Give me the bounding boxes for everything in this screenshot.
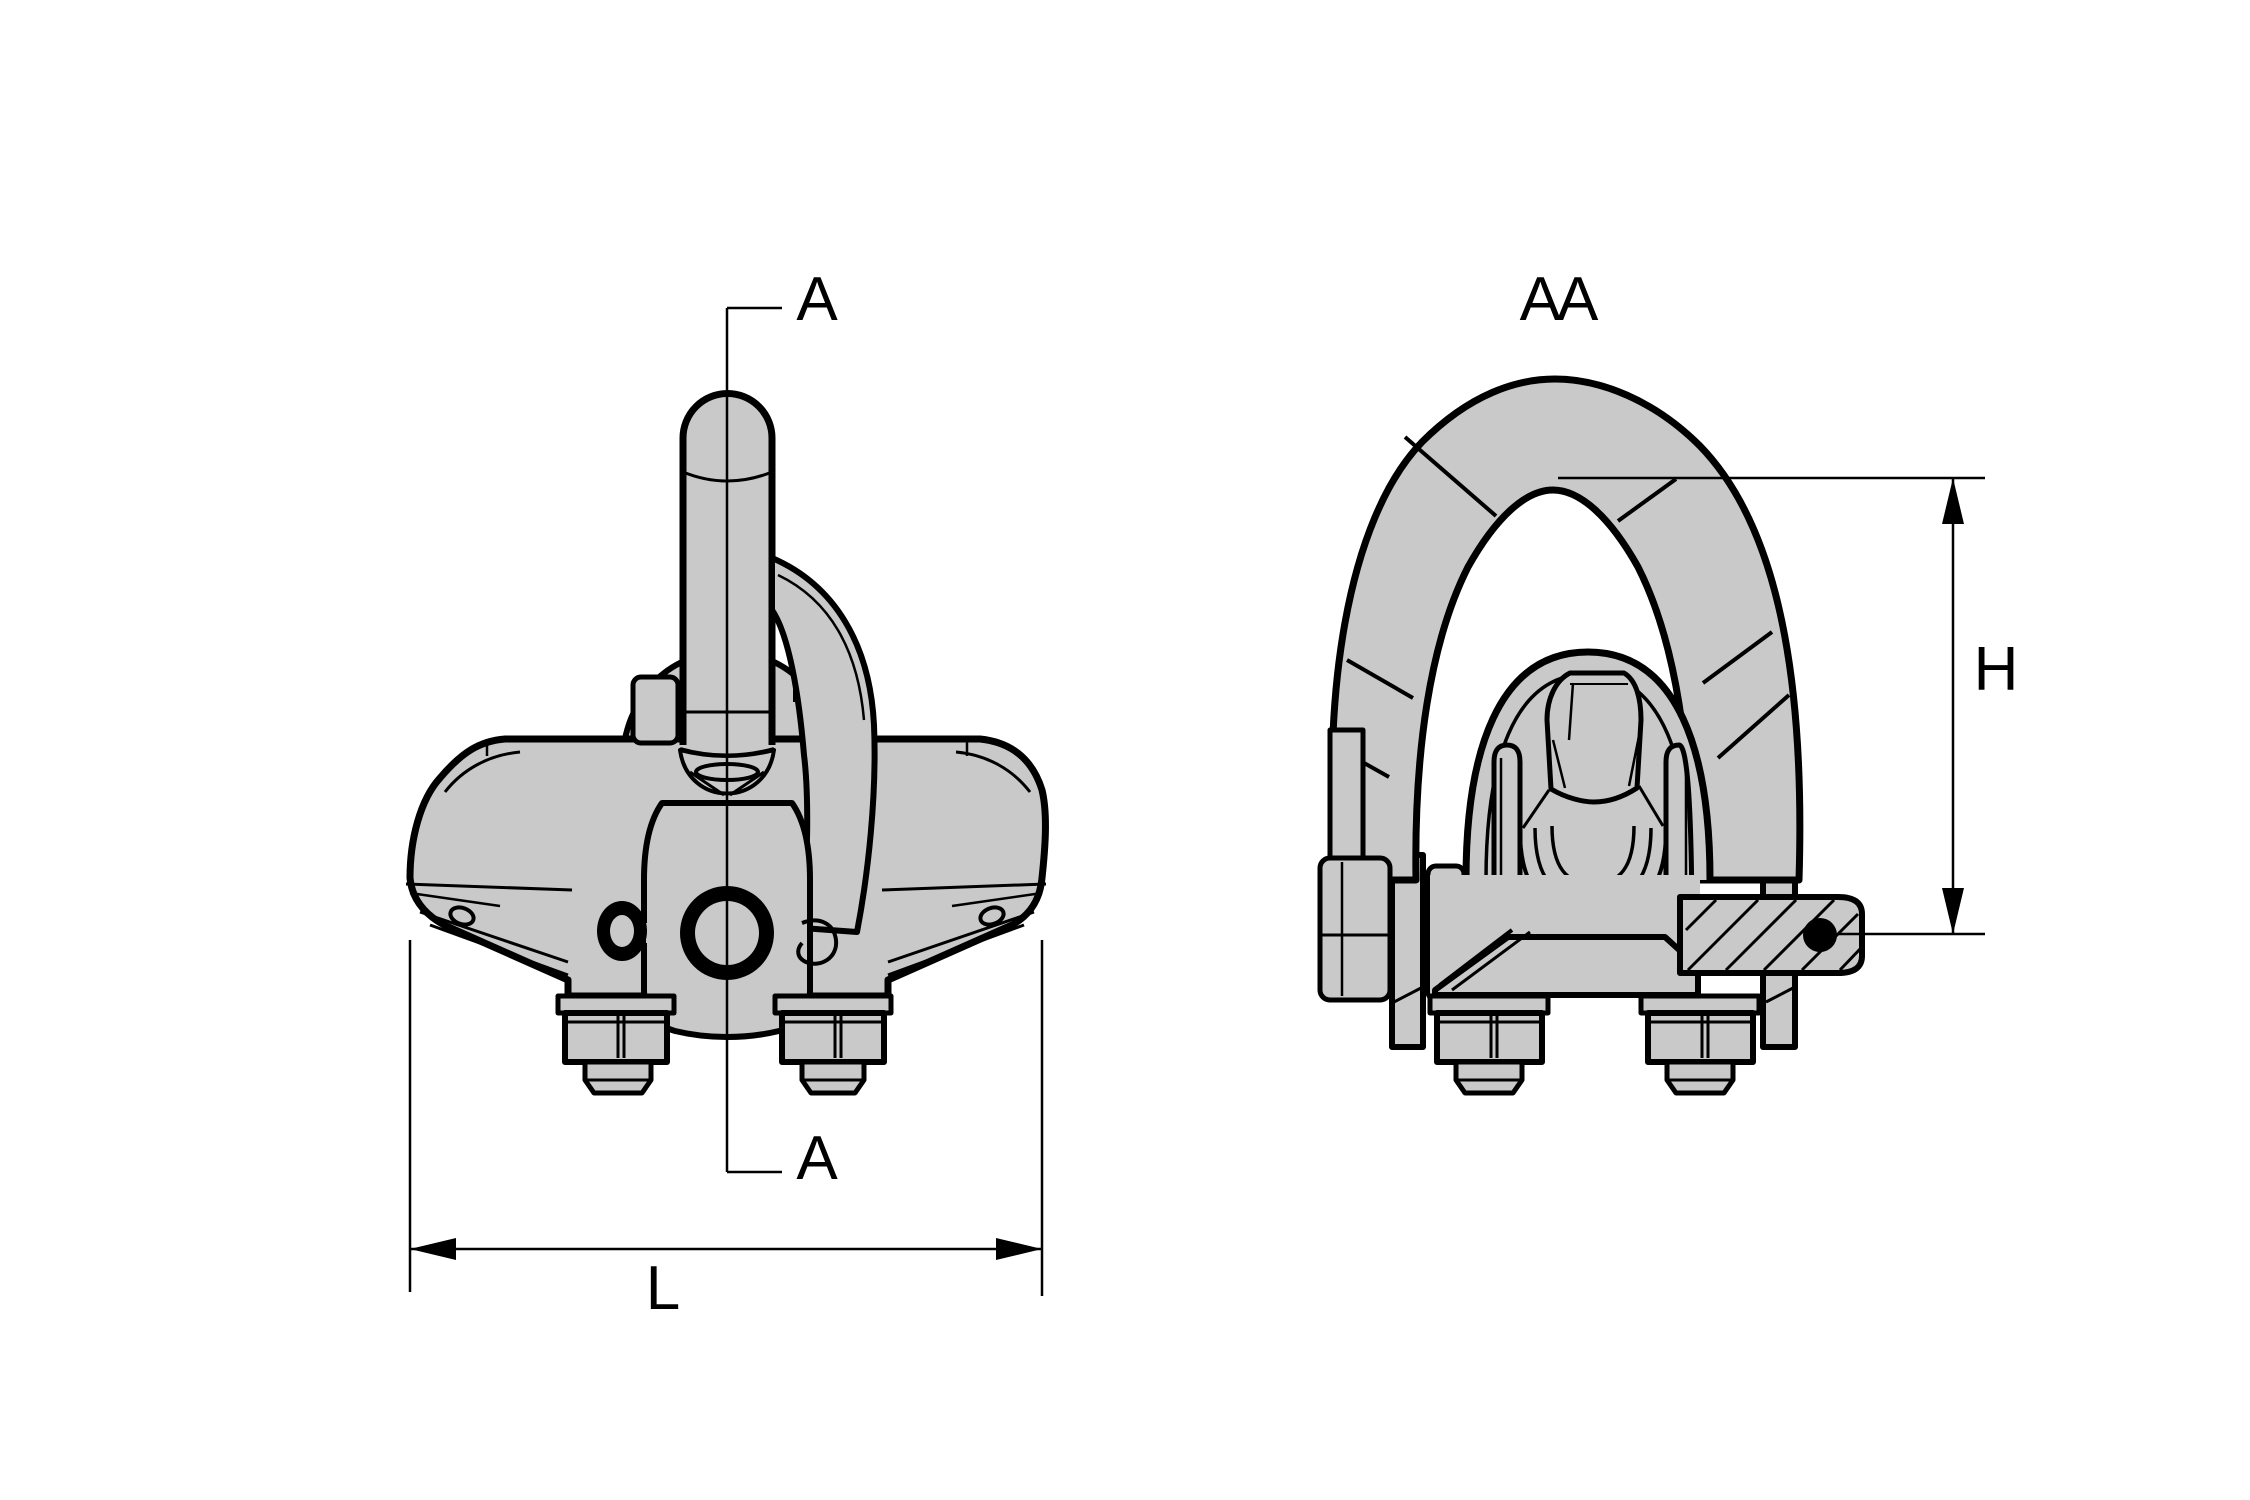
front-view: A A L [405,265,1049,1323]
dimension-L: L [408,940,1044,1323]
section-marker-bottom: A [796,1124,838,1193]
bail-band [1328,375,1804,884]
body-detail-lines [405,739,1047,977]
dimension-H-label: H [1974,635,2019,704]
section-line-AA: A A [725,265,838,1193]
section-view: H AA [1317,265,2019,1096]
bolt-section-left [1427,993,1551,1096]
cross-pin [1677,894,1865,976]
cross-pin-hole [1803,918,1837,952]
section-view-label: AA [1520,265,1599,334]
side-block-outer [1317,855,1393,1003]
pin-boss-block [630,674,681,746]
bolt-section-right [1638,993,1762,1096]
bail-leg-left [1389,852,1426,1050]
stud-head [1544,670,1644,805]
dimension-L-label: L [646,1254,680,1323]
section-marker-top: A [796,265,838,334]
bail-strap-edge [777,573,866,721]
bolt-front-left [555,993,677,1096]
dimension-H: H [1558,476,2019,936]
bolt-front-right [772,993,894,1096]
